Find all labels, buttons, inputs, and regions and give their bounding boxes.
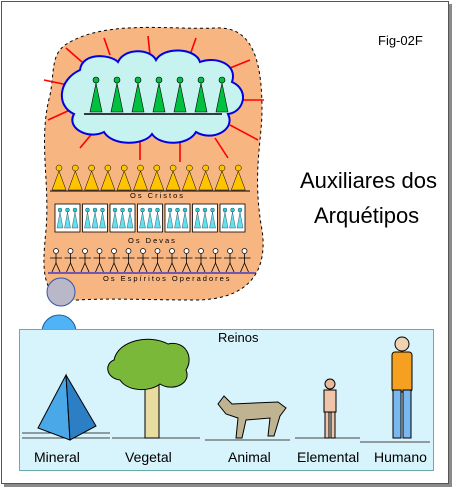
operator-figure [151,248,164,273]
operator-figure [122,248,135,273]
ground-lines [22,432,430,443]
yellow-figure [100,164,116,191]
yellow-figure [51,164,67,191]
kingdom-elemental: Elemental [297,449,360,465]
deva-panel [137,203,163,233]
animal-dog [217,395,287,439]
green-figure [194,76,208,113]
green-figure [215,76,229,113]
deva-panel [109,203,136,233]
green-figure [173,76,187,113]
operator-figure [195,248,207,273]
operator-figure [180,248,193,273]
operators-row [48,248,256,274]
deva-panel [192,203,218,233]
green-figure [89,76,103,113]
label-devas: Os Devas [128,236,177,245]
devas-row [54,203,246,233]
figure-label: Fig-02F [378,33,423,48]
green-figure [152,76,166,113]
vegetal-tree [107,338,190,439]
kingdom-mineral: Mineral [34,449,80,465]
deva-panel [164,203,191,233]
reinos-title: Reinos [218,330,259,345]
kingdom-vegetal: Vegetal [125,449,172,465]
title-line-1: Auxiliares dos [300,168,437,193]
operator-figure [224,248,236,273]
label-cristos: Os Cristos [130,191,186,200]
yellow-figure [198,164,214,191]
gray-sphere [46,277,76,307]
operator-figure [93,248,106,273]
deva-panel [54,203,81,233]
yellow-figure [230,164,246,191]
yellow-figure [133,164,148,191]
deva-panel [219,203,246,233]
operator-figure [79,248,91,273]
kingdom-humano: Humano [374,449,427,465]
operator-figure [64,248,77,273]
yellow-figure [149,164,165,191]
human-figure [391,336,413,439]
yellow-figure [67,164,83,191]
operator-figure [238,248,251,273]
kingdom-animal: Animal [228,449,271,465]
elemental-figure [323,378,337,439]
yellow-figure [182,164,197,191]
yellow-figure [214,164,230,191]
green-figure [110,76,124,113]
green-figure [131,76,145,113]
mineral-pyramid [37,373,97,441]
operator-figure [50,248,62,273]
yellow-figure [84,164,99,191]
operator-figure [137,248,149,273]
yellow-figure [165,164,181,191]
cloud [60,49,244,144]
operator-figure [166,248,178,273]
deva-panel [82,203,108,233]
label-espiritos: Os Espíritos Operadores [103,274,232,283]
operator-figure [209,248,222,273]
operator-figure [108,248,120,273]
green-figures-row [84,76,229,115]
yellow-figure [116,164,132,191]
yellow-figures-row [50,164,250,192]
title-line-2: Arquétipos [314,203,420,228]
